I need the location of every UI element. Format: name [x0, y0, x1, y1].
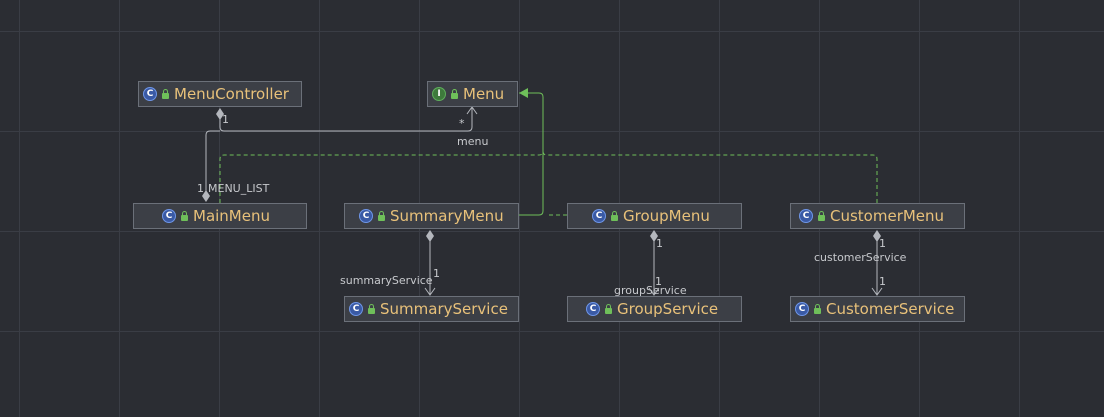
public-lock-icon	[451, 88, 458, 99]
node-label: Menu	[463, 85, 505, 103]
composition-diamond-icon	[202, 190, 210, 202]
multiplicity-label: 1	[197, 182, 204, 195]
node-group-menu[interactable]: C GroupMenu	[567, 203, 742, 229]
class-icon: C	[359, 209, 373, 223]
edge-mainmenu-realizes-menu[interactable]	[219, 150, 544, 203]
node-label: GroupMenu	[623, 207, 710, 225]
public-lock-icon	[605, 303, 612, 314]
multiplicity-label: *	[459, 117, 465, 130]
arrowhead-icon	[466, 106, 478, 115]
node-group-service[interactable]: C GroupService	[567, 296, 742, 322]
class-icon: C	[799, 209, 813, 223]
node-label: MainMenu	[193, 207, 270, 225]
class-icon: C	[162, 209, 176, 223]
node-label: MenuController	[174, 85, 289, 103]
class-icon: C	[349, 302, 363, 316]
multiplicity-label: 1	[879, 237, 886, 250]
composition-diamond-icon	[216, 108, 224, 120]
role-label: menu	[457, 135, 489, 148]
public-lock-icon	[162, 88, 169, 99]
node-label: SummaryService	[380, 300, 508, 318]
class-icon: C	[586, 302, 600, 316]
edge-controller-mainmenu[interactable]	[205, 130, 220, 195]
node-summary-menu[interactable]: C SummaryMenu	[344, 203, 519, 229]
role-label: summaryService	[340, 274, 433, 287]
multiplicity-label: 1	[222, 113, 229, 126]
public-lock-icon	[814, 303, 821, 314]
node-label: CustomerService	[826, 300, 955, 318]
edge-customermenu-realizes-menu[interactable]	[542, 150, 878, 203]
node-label: GroupService	[617, 300, 719, 318]
node-summary-service[interactable]: C SummaryService	[344, 296, 519, 322]
node-customer-service[interactable]: C CustomerService	[790, 296, 965, 322]
node-customer-menu[interactable]: C CustomerMenu	[790, 203, 965, 229]
composition-diamond-icon	[426, 230, 434, 242]
arrowhead-icon	[648, 287, 660, 296]
public-lock-icon	[611, 210, 618, 221]
node-label: SummaryMenu	[390, 207, 504, 225]
multiplicity-label: 1	[656, 237, 663, 250]
public-lock-icon	[368, 303, 375, 314]
public-lock-icon	[378, 210, 385, 221]
realization-arrowhead-icon	[519, 88, 528, 98]
arrowhead-icon	[424, 287, 436, 296]
role-label: MENU_LIST	[208, 182, 270, 195]
composition-diamond-icon	[650, 230, 658, 242]
multiplicity-label: 1	[433, 267, 440, 280]
node-main-menu[interactable]: C MainMenu	[133, 203, 307, 229]
arrowhead-icon	[871, 287, 883, 296]
role-label: groupService	[614, 284, 687, 297]
node-label: CustomerMenu	[830, 207, 945, 225]
interface-icon: I	[432, 87, 446, 101]
public-lock-icon	[818, 210, 825, 221]
multiplicity-label: 1	[655, 275, 662, 288]
multiplicity-label: 1	[879, 275, 886, 288]
node-menu[interactable]: I Menu	[427, 81, 518, 107]
composition-diamond-icon	[873, 230, 881, 242]
node-menu-controller[interactable]: C MenuController	[138, 81, 302, 107]
role-label: customerService	[814, 251, 907, 264]
edge-summarymenu-realizes-menu[interactable]	[519, 92, 544, 216]
edge-controller-menu[interactable]	[219, 108, 473, 132]
class-icon: C	[143, 87, 157, 101]
class-icon: C	[592, 209, 606, 223]
public-lock-icon	[181, 210, 188, 221]
class-icon: C	[795, 302, 809, 316]
